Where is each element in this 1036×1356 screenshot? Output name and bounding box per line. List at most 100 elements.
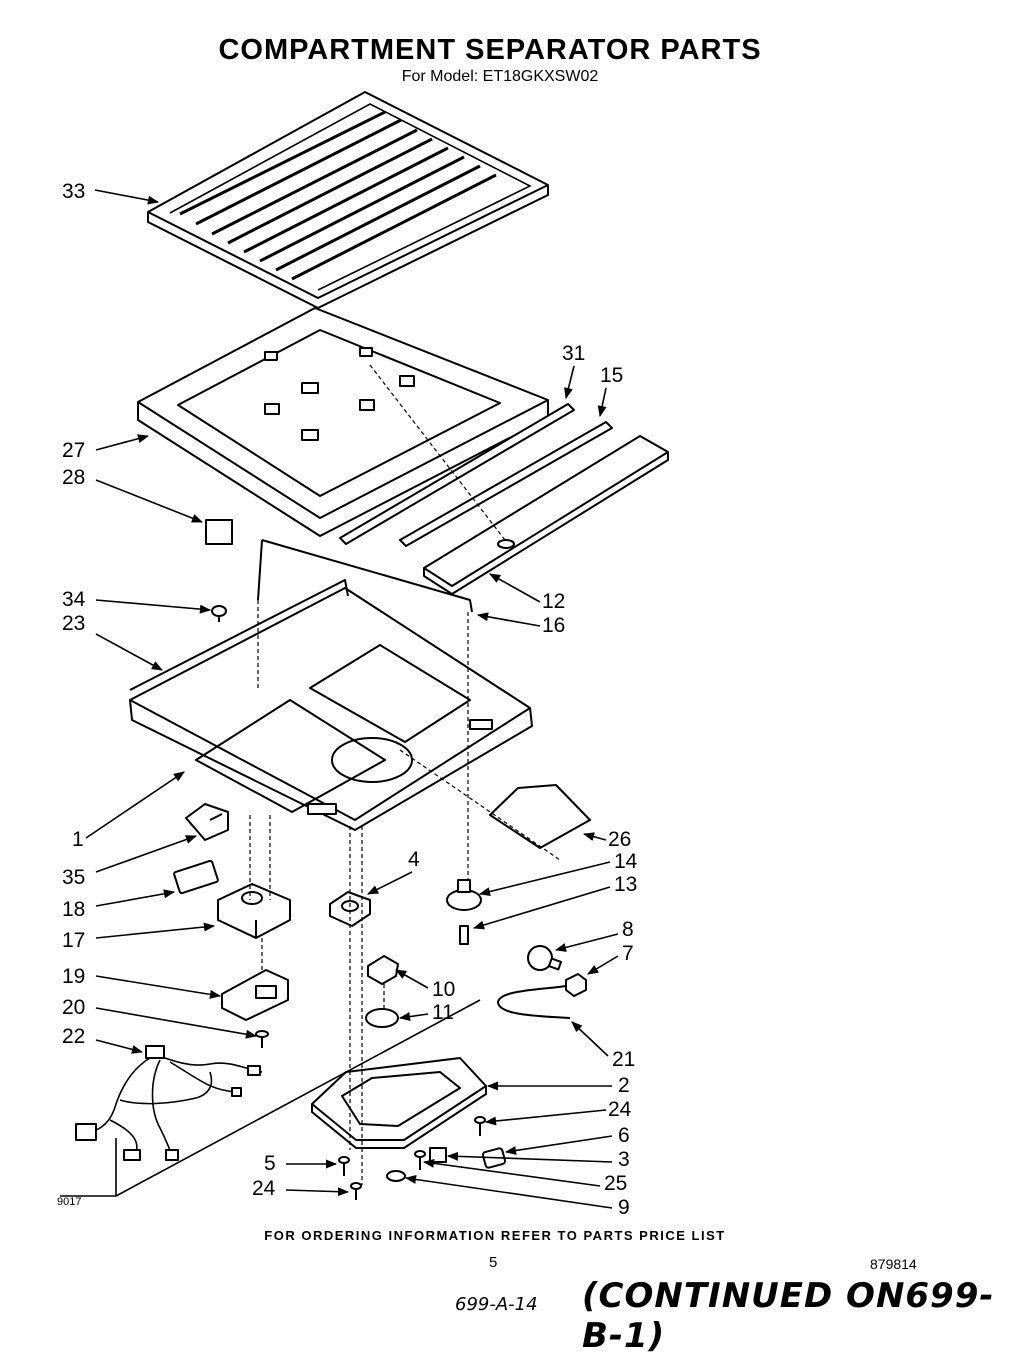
part-21-wire [497, 985, 571, 1019]
callout-21: 21 [571, 1021, 635, 1071]
callout-leader-arrow [422, 1158, 601, 1187]
callout-label: 22 [62, 1025, 85, 1048]
callout-15: 15 [597, 364, 623, 418]
callout-leader-arrow [398, 1012, 429, 1022]
callout-35: 35 [62, 835, 198, 889]
part-18-bezel [173, 859, 219, 895]
callout-label: 2 [618, 1074, 630, 1097]
callout-33: 33 [62, 180, 160, 205]
part-8-bulb [527, 945, 563, 971]
callout-label: 20 [62, 996, 85, 1019]
part-22-harness [75, 1045, 263, 1161]
part-4-bracket [329, 891, 371, 927]
part-33-grille [147, 91, 549, 309]
callout-leader-arrow [95, 889, 176, 907]
callout-leader-arrow [571, 1021, 609, 1057]
callout-label: 14 [614, 850, 638, 873]
page-number: 5 [489, 1254, 498, 1271]
callout-label: 17 [62, 929, 85, 952]
document-number: 879814 [870, 1256, 917, 1272]
ordering-info-footer: FOR ORDERING INFORMATION REFER TO PARTS … [264, 1228, 726, 1243]
callout-11: 11 [398, 1001, 454, 1024]
callout-leader-arrow [446, 1151, 613, 1163]
assembly-guide-lines [249, 364, 561, 1185]
callout-7: 7 [587, 942, 634, 975]
callout-label: 27 [62, 439, 85, 462]
callout-8: 8 [554, 918, 634, 952]
callout-label: 3 [618, 1148, 630, 1171]
callout-leader-arrow [478, 861, 611, 896]
callout-leader-arrow [587, 955, 619, 975]
callout-leader-arrow [476, 612, 541, 627]
part-28-block [205, 519, 233, 545]
callout-leader-arrow [285, 1187, 350, 1197]
part-19-thermostat [221, 969, 289, 1021]
callout-leader-arrow [95, 1039, 144, 1054]
continued-note: (CONTINUED ON699-B-1) [582, 1276, 995, 1356]
small-code: 9017 [57, 1196, 82, 1208]
callout-26: 26 [582, 828, 631, 851]
callout-20: 20 [62, 996, 258, 1039]
callout-label: 35 [62, 866, 85, 889]
part-22-bracket [60, 999, 481, 1197]
callout-label: 19 [62, 965, 85, 988]
callout-leader-arrow [564, 365, 575, 400]
callout-31: 31 [562, 342, 585, 400]
callout-label: 12 [542, 590, 565, 613]
callout-label: 13 [614, 873, 637, 896]
callout-leader-arrow [404, 1175, 613, 1209]
callout-leader-arrow [597, 387, 607, 418]
part-16-wire [257, 539, 473, 613]
callout-25: 25 [422, 1158, 627, 1195]
parts-diagram-page: COMPARTMENT SEPARATOR PARTS For Model: E… [57, 34, 993, 1356]
callout-label: 6 [618, 1124, 630, 1147]
callout-label: 24 [252, 1177, 276, 1200]
callout-label: 9 [618, 1196, 630, 1219]
callout-label: 1 [72, 828, 84, 851]
callout-9: 9 [404, 1175, 630, 1219]
callout-14: 14 [478, 850, 638, 896]
callout-leader-arrow [395, 969, 429, 989]
callout-12: 12 [489, 573, 565, 613]
callout-18: 18 [62, 889, 176, 921]
callout-label: 24 [608, 1098, 632, 1121]
part-11-damper [365, 1008, 399, 1028]
callout-leader-arrow [484, 1109, 607, 1126]
callout-leader-arrow [95, 1007, 258, 1039]
callout-24a: 24 [484, 1098, 632, 1126]
callout-28: 28 [62, 466, 204, 523]
callout-leader-arrow [95, 633, 163, 671]
callout-6: 6 [504, 1124, 630, 1155]
model-subtitle: For Model: ET18GKXSW02 [401, 68, 599, 85]
callout-19: 19 [62, 965, 222, 999]
callout-leader-arrow [95, 922, 216, 939]
page-title: COMPARTMENT SEPARATOR PARTS [218, 34, 762, 66]
callout-label: 21 [612, 1048, 635, 1071]
callout-leader-arrow [366, 871, 413, 895]
callout-3: 3 [446, 1148, 630, 1171]
callout-5: 5 [264, 1152, 338, 1175]
handwritten-reference: 699-A-14 [455, 1294, 538, 1315]
part-2-housing [311, 1057, 487, 1149]
callout-label: 16 [542, 614, 565, 637]
callout-leader-arrow [95, 434, 150, 451]
part-24-screw-lower [350, 1182, 362, 1200]
part-27-frame [137, 307, 549, 537]
callout-leader-arrow [582, 832, 607, 841]
callout-label: 7 [622, 942, 634, 965]
part-25-screw [414, 1150, 426, 1170]
callout-1: 1 [72, 771, 185, 851]
callout-label: 8 [622, 918, 634, 941]
callout-4: 4 [366, 848, 420, 895]
part-5-screw [338, 1156, 350, 1176]
part-9-spacer [386, 1170, 406, 1182]
callout-label: 15 [600, 364, 623, 387]
callout-17: 17 [62, 922, 216, 952]
part-23-pan [129, 579, 533, 831]
part-17-housing [217, 883, 291, 939]
part-10-switch [367, 955, 399, 985]
part-34-clip [211, 605, 227, 622]
exploded-view-diagram: 3331152728123416231263541418131787191020… [60, 91, 669, 1219]
callout-label: 34 [62, 588, 86, 611]
part-13-screw [459, 925, 469, 945]
